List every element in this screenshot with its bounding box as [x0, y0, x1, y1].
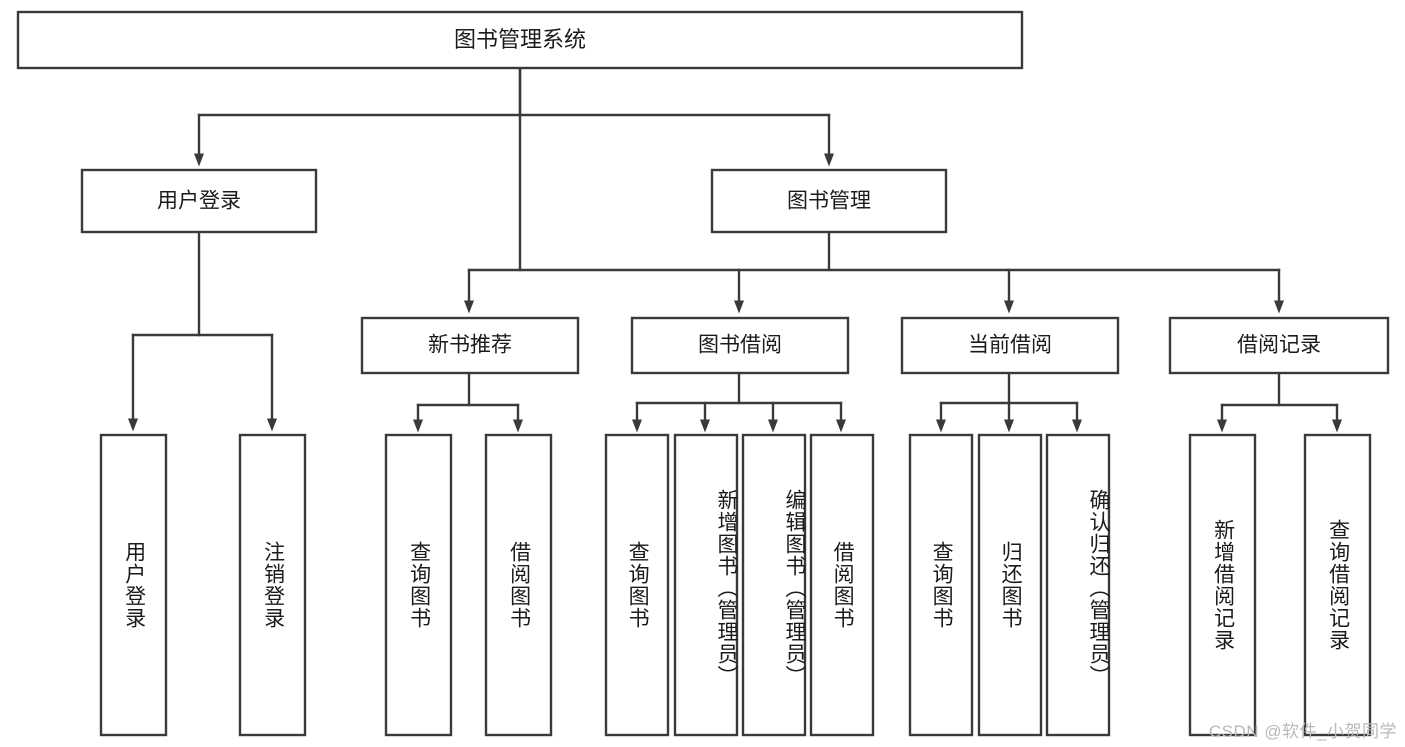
connector-group-user-login — [128, 230, 277, 432]
node-box-book-borrow[interactable] — [630, 316, 850, 375]
node-box-leaf-user-login[interactable] — [99, 433, 168, 737]
node-label-user-login: 用户登录 — [157, 190, 241, 213]
node-box-leaf-query-borrow-record[interactable] — [1303, 433, 1372, 737]
node-box-user-login[interactable] — [80, 168, 318, 234]
node-box-leaf-add-borrow-record[interactable] — [1188, 433, 1257, 737]
node-box-leaf-edit-book[interactable] — [741, 433, 807, 737]
node-label-borrow-record: 借阅记录 — [1237, 334, 1321, 357]
node-box-leaf-return-book[interactable] — [977, 433, 1043, 737]
node-label-root: 图书管理系统 — [454, 27, 586, 52]
node-box-book-management[interactable] — [710, 168, 948, 234]
node-label-current-borrow: 当前借阅 — [968, 334, 1052, 357]
node-label-book-management: 图书管理 — [787, 190, 871, 213]
connector-group-root — [194, 66, 834, 272]
node-box-leaf-query-book-3[interactable] — [908, 433, 974, 737]
connector-group-new-book-recommend — [413, 371, 523, 433]
node-box-new-book-recommend[interactable] — [360, 316, 580, 375]
node-box-leaf-query-book-1[interactable] — [384, 433, 453, 737]
connector-group-book-management — [464, 230, 1284, 314]
node-box-leaf-logout-login[interactable] — [238, 433, 307, 737]
connector-group-borrow-record — [1217, 371, 1342, 433]
csdn-watermark: CSDN @软件_小贺同学 — [1208, 722, 1397, 741]
node-box-leaf-borrow-book-2[interactable] — [809, 433, 875, 737]
node-box-borrow-record[interactable] — [1168, 316, 1390, 375]
node-box-leaf-add-book[interactable] — [673, 433, 739, 737]
node-box-leaf-borrow-book-1[interactable] — [484, 433, 553, 737]
node-box-root[interactable] — [16, 10, 1024, 70]
node-box-leaf-query-book-2[interactable] — [604, 433, 670, 737]
connector-group-book-borrow — [632, 371, 846, 433]
node-box-leaf-confirm-return[interactable] — [1045, 433, 1111, 737]
node-label-book-borrow: 图书借阅 — [698, 334, 782, 357]
node-label-new-book-recommend: 新书推荐 — [428, 334, 512, 357]
connector-group-current-borrow — [936, 371, 1082, 433]
node-box-current-borrow[interactable] — [900, 316, 1120, 375]
